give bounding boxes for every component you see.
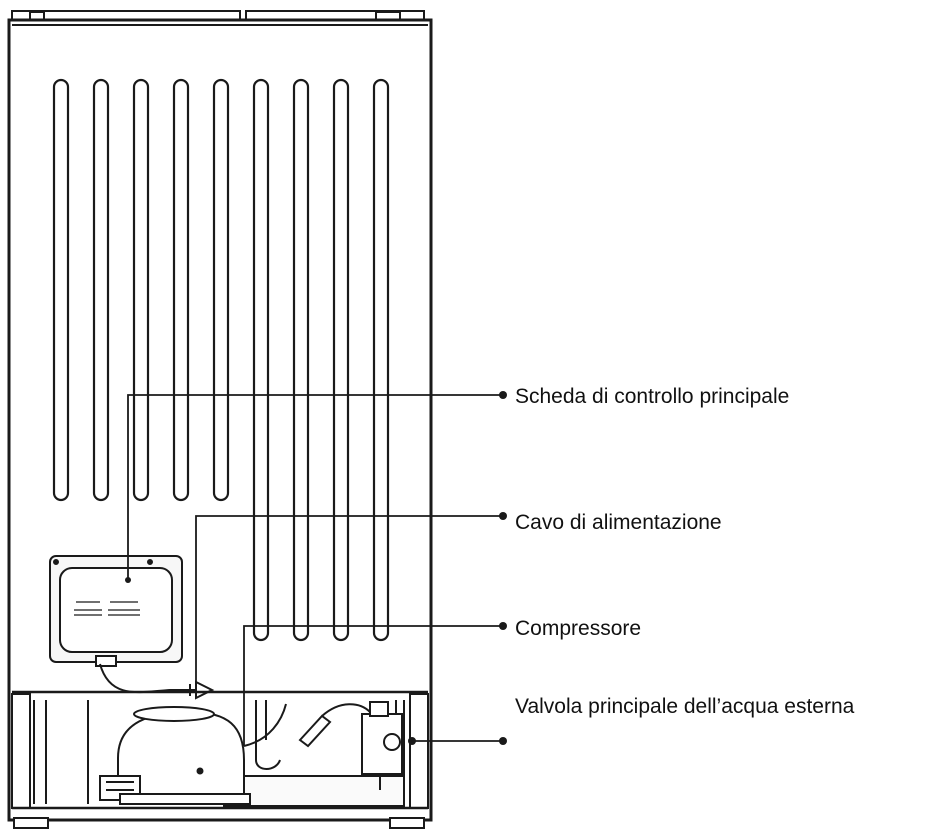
callout-label-external-water-valve: Valvola principale dell’acqua esterna (515, 695, 855, 718)
refrigerator-back-panel (7, 18, 433, 822)
callout-label-main-control-board: Scheda di controllo principale (515, 385, 790, 408)
compressor-unit (99, 706, 251, 805)
callout-dot-control-board (125, 577, 131, 583)
callout-dot-power-cable (499, 512, 507, 520)
callout-dot-control-board-end (499, 391, 507, 399)
callout-dot-water-valve (499, 737, 507, 745)
callout-label-power-cable: Cavo di alimentazione (515, 511, 722, 534)
callout-dot-compressor (499, 622, 507, 630)
condenser-coils (52, 78, 390, 642)
pipes-and-valve (243, 700, 416, 790)
compressor-compartment (11, 690, 429, 829)
leader-lines (127, 394, 502, 746)
control-board-box (49, 555, 183, 667)
callout-label-compressor: Compressore (515, 617, 642, 640)
